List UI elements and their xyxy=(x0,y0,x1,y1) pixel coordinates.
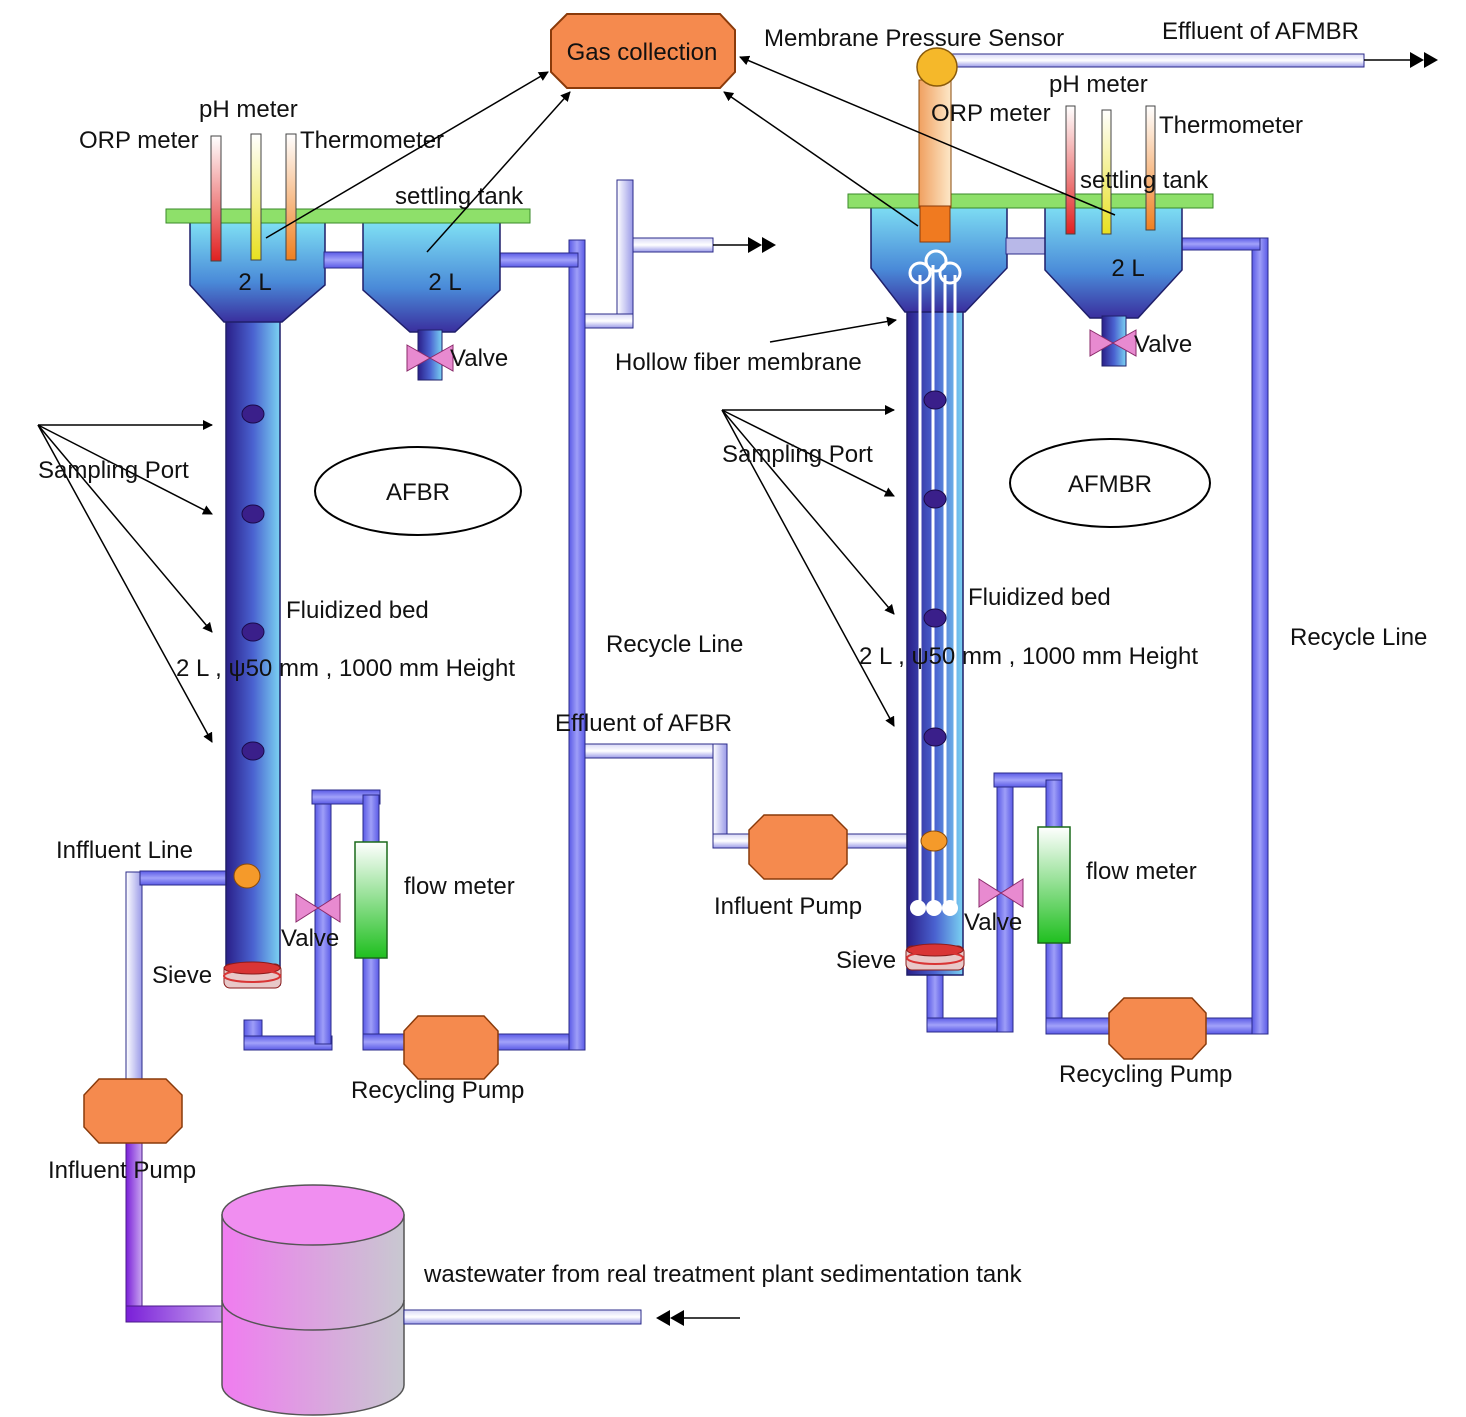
membrane-pressure-sensor-label: Membrane Pressure Sensor xyxy=(764,25,1064,52)
afmbr-settling-valve-label: Valve xyxy=(1134,331,1192,358)
afmbr-sampling-arrows xyxy=(721,316,897,727)
afbr-overflow-line xyxy=(584,179,776,329)
afbr-effluent-line xyxy=(584,743,921,849)
afmbr-recycling-pump[interactable] xyxy=(1108,997,1207,1060)
afmbr-dimensions-label: 2 L , ψ50 mm , 1000 mm Height xyxy=(859,643,1198,670)
afbr-sampling-port-4 xyxy=(241,741,265,761)
afbr-fluidized-bed-label: Fluidized bed xyxy=(286,597,429,624)
afmbr-influent-sensor xyxy=(920,830,948,852)
afbr-influent-line xyxy=(125,870,236,1323)
afmbr-label-ellipse xyxy=(1009,438,1211,528)
hollow-fiber-membrane-label: Hollow fiber membrane xyxy=(615,349,862,376)
afmbr-effluent-arrowhead xyxy=(1410,52,1438,68)
afmbr-ph-meter-label: pH meter xyxy=(1049,71,1148,98)
afbr-thermometer-label: Thermometer xyxy=(300,127,444,154)
afmbr-settling-volume: 2 L xyxy=(1111,255,1144,282)
afmbr-influent-pump[interactable] xyxy=(748,814,848,880)
afmbr-lid xyxy=(847,193,1214,209)
afmbr-sampling-port-1 xyxy=(923,390,947,410)
afmbr-fluidized-bed-label: Fluidized bed xyxy=(968,584,1111,611)
afmbr-influent-pump-label: Influent Pump xyxy=(714,893,862,920)
afbr-ph-meter-label: pH meter xyxy=(199,96,298,123)
afmbr-recycle-line-label: Recycle Line xyxy=(1290,624,1427,651)
afmbr-sieve xyxy=(905,943,965,971)
afbr-name: AFBR xyxy=(386,479,450,506)
afbr-sampling-port-3 xyxy=(241,622,265,642)
wastewater-inflow-arrowhead xyxy=(656,1310,684,1326)
afmbr-recycle-valve-label: Valve xyxy=(964,909,1022,936)
afbr-settling-tank-label: settling tank xyxy=(395,183,524,210)
hollow-fiber-membrane xyxy=(908,249,962,905)
afbr-sampling-port-label: Sampling Port xyxy=(38,457,189,484)
afbr-sampling-port-1 xyxy=(241,404,265,424)
afmbr-flow-meter xyxy=(1037,826,1071,944)
afmbr-flow-meter-label: flow meter xyxy=(1086,858,1197,885)
afbr-ph-probe xyxy=(250,133,262,261)
afmbr-name: AFMBR xyxy=(1068,471,1152,498)
hollow-fiber-ends xyxy=(910,900,958,916)
afmbr-sampling-port-label: Sampling Port xyxy=(722,441,873,468)
wastewater-tank xyxy=(221,1184,405,1416)
afmbr-ph-probe xyxy=(1101,109,1112,235)
afbr-recycling-pump[interactable] xyxy=(403,1015,499,1080)
afmbr-thermometer-label: Thermometer xyxy=(1159,112,1303,139)
afbr-orp-probe xyxy=(210,135,222,262)
gas-collection-unit xyxy=(550,13,736,89)
afbr-influent-pump[interactable] xyxy=(83,1078,183,1144)
afbr-recycle-valve-label: Valve xyxy=(281,925,339,952)
afmbr-sampling-port-4 xyxy=(923,727,947,747)
afbr-recycle-line-label: Recycle Line xyxy=(606,631,743,658)
gas-collection-label: Gas collection xyxy=(567,39,718,66)
membrane-pressure-sensor xyxy=(916,47,958,87)
gas-flow-arrows xyxy=(265,55,1116,253)
afmbr-settling-valve-icon[interactable] xyxy=(1089,329,1137,357)
afbr-recycling-pump-label: Recycling Pump xyxy=(351,1077,524,1104)
afbr-effluent-label: Effluent of AFBR xyxy=(555,710,732,737)
afmbr-recycling-pump-label: Recycling Pump xyxy=(1059,1061,1232,1088)
afbr-dimensions-label: 2 L , ψ50 mm , 1000 mm Height xyxy=(176,655,515,682)
afmbr-recycle-valve-icon[interactable] xyxy=(978,878,1024,908)
afmbr-thermometer-probe xyxy=(1145,105,1156,231)
wastewater-source-label: wastewater from real treatment plant sed… xyxy=(423,1261,1023,1288)
afmbr-effluent-label: Effluent of AFMBR xyxy=(1162,18,1359,45)
afbr-sieve-label: Sieve xyxy=(152,962,212,989)
afmbr-orp-probe xyxy=(1065,105,1076,235)
afbr-settling-valve-icon[interactable] xyxy=(406,344,454,372)
afbr-sampling-port-2 xyxy=(241,504,265,524)
afbr-flow-meter-label: flow meter xyxy=(404,873,515,900)
afmbr-sieve-label: Sieve xyxy=(836,947,896,974)
afbr-reactor-volume: 2 L xyxy=(238,269,271,296)
afbr-settling-valve-label: Valve xyxy=(450,345,508,372)
afbr-sieve xyxy=(223,961,282,989)
afmbr-sampling-port-3 xyxy=(923,608,947,628)
overflow-arrowhead xyxy=(748,237,776,253)
afbr-sampling-arrows xyxy=(37,420,213,743)
afbr-settling-volume: 2 L xyxy=(428,269,461,296)
afbr-flow-meter xyxy=(354,841,388,959)
afbr-influent-line-label: Inffluent Line xyxy=(56,837,193,864)
afbr-orp-meter-label: ORP meter xyxy=(79,127,199,154)
afmbr-sampling-port-2 xyxy=(923,489,947,509)
afbr-recycle-valve-icon[interactable] xyxy=(295,893,341,923)
afmbr-orp-meter-label: ORP meter xyxy=(931,100,1051,127)
afbr-influent-sensor xyxy=(233,863,261,889)
afbr-label-ellipse xyxy=(314,446,522,536)
afbr-influent-pump-label: Influent Pump xyxy=(48,1157,196,1184)
afmbr-settling-tank-label: settling tank xyxy=(1080,167,1209,194)
afmbr-recycle-piping xyxy=(926,237,1269,1035)
afbr-thermometer-probe xyxy=(285,133,297,261)
